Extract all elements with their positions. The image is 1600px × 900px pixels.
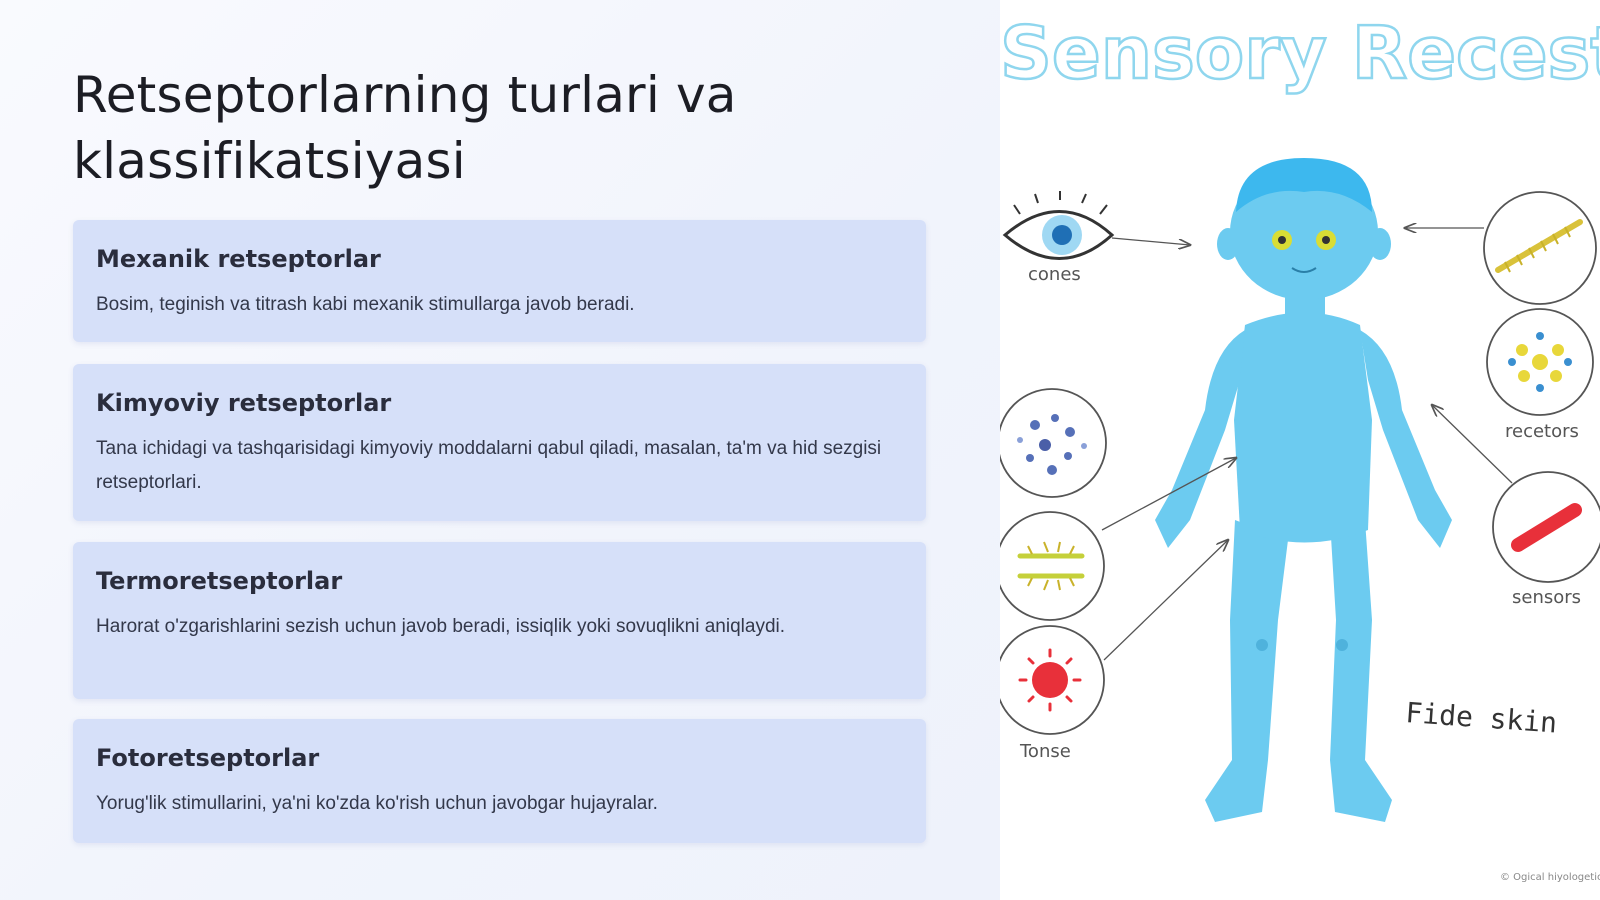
illustration-panel: Sensory Recestors bbox=[1000, 0, 1600, 900]
card-text: Bosim, teginish va titrash kabi mexanik … bbox=[96, 294, 635, 315]
card-chemical-receptors: Kimyoviy retseptorlar Tana ichidagi va t… bbox=[73, 364, 926, 521]
sensor-rod-circle bbox=[1492, 471, 1600, 583]
card-text: Harorat o'zgarishlarini sezish uchun jav… bbox=[96, 616, 786, 637]
label-tonse: Tonse bbox=[1019, 741, 1071, 762]
receptor-cluster-circle bbox=[1486, 308, 1594, 416]
card-text: Yorug'lik stimullarini, ya'ni ko'zda ko'… bbox=[96, 793, 658, 814]
chemical-receptor-circle bbox=[1000, 388, 1107, 498]
label-recetors: recetors bbox=[1505, 421, 1579, 442]
label-fide-skin: Fide skin bbox=[1405, 696, 1559, 740]
content-panel: Retseptorlarning turlari va klassifikats… bbox=[0, 0, 1000, 900]
label-cones: cones bbox=[1028, 264, 1081, 285]
card-mechanical-receptors: Mexanik retseptorlar Bosim, teginish va … bbox=[73, 220, 926, 342]
card-thermoreceptors: Termoretseptorlar Harorat o'zgarishlarin… bbox=[73, 542, 926, 699]
sensory-receptors-illustration: Sensory Recestors bbox=[1000, 10, 1600, 883]
page-title: Retseptorlarning turlari va klassifikats… bbox=[73, 66, 737, 190]
sun-icon bbox=[1000, 625, 1105, 735]
illustration-heading: Sensory Recestors bbox=[1000, 11, 1600, 95]
human-body-figure bbox=[1155, 158, 1452, 822]
card-photoreceptors: Fotoretseptorlar Yorug'lik stimullarini,… bbox=[73, 719, 926, 843]
skin-receptor-circle bbox=[1483, 191, 1597, 305]
thermo-receptor-circle bbox=[1000, 511, 1105, 621]
image-credit: © Ogical hiyologetics bbox=[1500, 872, 1600, 883]
label-sensors: sensors bbox=[1512, 587, 1581, 608]
card-title: Kimyoviy retseptorlar bbox=[96, 389, 392, 417]
card-text: Tana ichidagi va tashqarisidagi kimyoviy… bbox=[96, 438, 882, 493]
card-title: Fotoretseptorlar bbox=[96, 744, 320, 772]
card-title: Termoretseptorlar bbox=[96, 567, 343, 595]
eye-icon bbox=[1002, 191, 1115, 260]
card-title: Mexanik retseptorlar bbox=[96, 245, 381, 273]
